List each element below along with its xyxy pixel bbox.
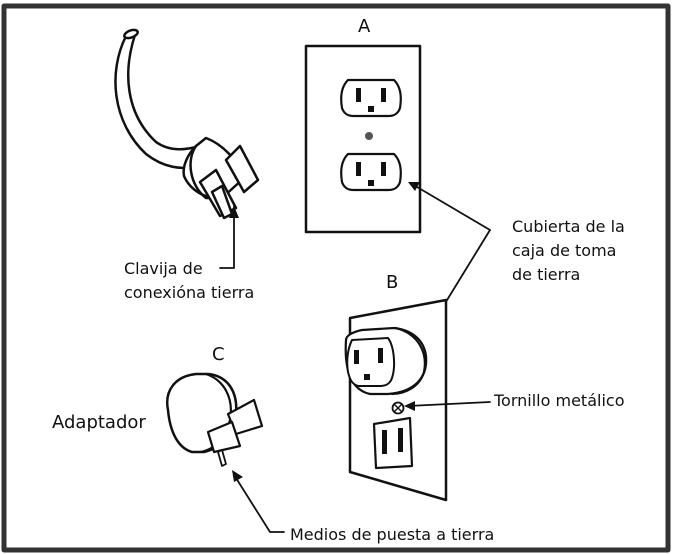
screw-arrowhead	[404, 401, 415, 411]
ground-means-arrowhead	[232, 470, 243, 482]
receptacle-b-icon	[344, 298, 448, 502]
label-b: B	[386, 272, 399, 293]
ground-means-label: Medios de puesta a tierra	[290, 525, 495, 544]
adapter-label: Adaptador	[52, 412, 146, 433]
screw-leader	[407, 401, 491, 407]
grounding-plug-label-line2: conexióna tierra	[124, 283, 255, 302]
cover-label-line1: Cubierta de la	[512, 217, 625, 236]
adapter-icon	[165, 372, 264, 467]
ground-means-leader	[235, 477, 285, 533]
label-a: A	[358, 16, 371, 37]
cover-label-line3: de tierra	[512, 265, 581, 284]
label-c: C	[212, 344, 225, 365]
cover-arrowhead-a	[408, 182, 420, 191]
grounding-plug-icon	[114, 28, 260, 220]
cover-label-line2: caja de toma	[512, 241, 617, 260]
grounding-plug-arrowhead	[229, 206, 239, 218]
screw-label: Tornillo metálico	[494, 391, 625, 410]
grounding-plug-label-line1: Clavija de	[124, 259, 203, 278]
outer-frame	[1, 3, 671, 553]
receptacle-a-icon	[304, 44, 422, 234]
cover-leader-a	[411, 183, 491, 231]
grounding-plug-leader	[219, 205, 235, 269]
